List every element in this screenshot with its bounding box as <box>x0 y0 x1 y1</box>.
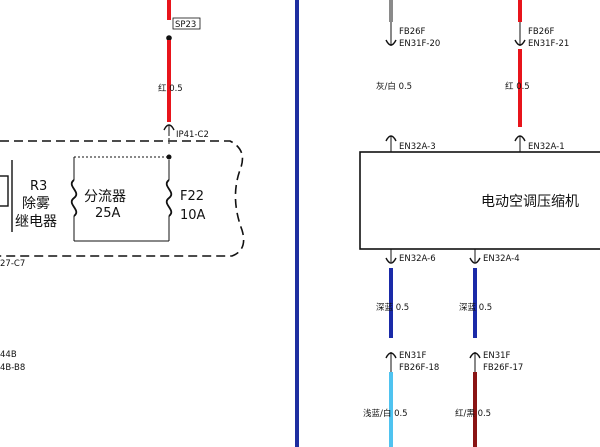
wire-darkblue-right <box>473 268 477 338</box>
wire-label-red-left: 红 0.5 <box>158 83 183 94</box>
connector-en32a-4-arc <box>469 257 481 264</box>
c2-module-pin-top: EN32A-1 <box>528 142 565 152</box>
wire-red-top-left <box>167 0 171 20</box>
frag-c7: 27-C7 <box>0 259 25 269</box>
page-divider <box>295 0 299 447</box>
c2-mid-wire: 深蓝 0.5 <box>459 302 492 313</box>
right-circuit: FB26F EN31F-20 灰/白 0.5 EN32A-3 FB26F EN3… <box>359 0 600 447</box>
fuse-rating: 10A <box>180 208 206 223</box>
fuse-id: F22 <box>180 189 204 204</box>
junction-dot <box>166 154 172 160</box>
wire-gray-top <box>389 0 393 22</box>
shunt-name: 分流器 <box>84 189 126 205</box>
c1-module-pin-bottom: EN32A-6 <box>399 254 436 264</box>
shunt-rating: 25A <box>95 206 121 221</box>
connector-label-ip41: IP41-C2 <box>176 130 209 140</box>
c2-bot-wire: 红/黑 0.5 <box>455 408 491 419</box>
relay-id: R3 <box>30 179 47 194</box>
compressor-module-name: 电动空调压缩机 <box>481 194 579 210</box>
wire-red-mid-right <box>518 49 522 127</box>
left-circuit: SP23 红 0.5 IP41-C2 分流器 25A F22 10A <box>0 0 245 373</box>
frag-4bb8: 4B-B8 <box>0 363 25 373</box>
c1-top-conn-b: EN31F-20 <box>399 39 440 49</box>
c1-bot-conn-b: FB26F-18 <box>399 363 439 373</box>
c2-bot-conn-b: FB26F-17 <box>483 363 523 373</box>
fuse-box-outline <box>0 140 245 257</box>
relay-coil <box>0 175 9 207</box>
c2-module-pin-bottom: EN32A-4 <box>483 254 520 264</box>
frag-44b: 44B <box>0 350 17 360</box>
connector-en32a-6-arc <box>385 257 397 264</box>
splice-dot <box>166 35 172 41</box>
c2-top-wire: 红 0.5 <box>505 81 530 92</box>
wire-lightblue <box>389 372 393 447</box>
c1-bot-wire: 浅蓝/白 0.5 <box>363 408 408 419</box>
wire-darkblue-left <box>389 268 393 338</box>
splice-box <box>172 17 201 30</box>
shunt-fuse-symbol <box>70 179 78 217</box>
wire-maroon <box>473 372 477 447</box>
c1-top-wire: 灰/白 0.5 <box>376 81 412 92</box>
wire-red-mid-left <box>167 40 171 122</box>
relay-name-1: 除雾 <box>22 196 50 212</box>
relay-name-2: 继电器 <box>15 214 57 230</box>
c2-top-conn-a: FB26F <box>528 27 555 37</box>
wire-red-top-right <box>518 0 522 22</box>
c1-top-conn-a: FB26F <box>399 27 426 37</box>
c1-mid-wire: 深蓝 0.5 <box>376 302 409 313</box>
c1-module-pin-top: EN32A-3 <box>399 142 436 152</box>
splice-label: SP23 <box>175 20 196 30</box>
c2-bot-conn-a: EN31F <box>483 351 511 361</box>
c1-bot-conn-a: EN31F <box>399 351 427 361</box>
compressor-module-box <box>359 151 600 250</box>
fuse-f22-symbol <box>165 179 173 217</box>
c2-top-conn-b: EN31F-21 <box>528 39 569 49</box>
